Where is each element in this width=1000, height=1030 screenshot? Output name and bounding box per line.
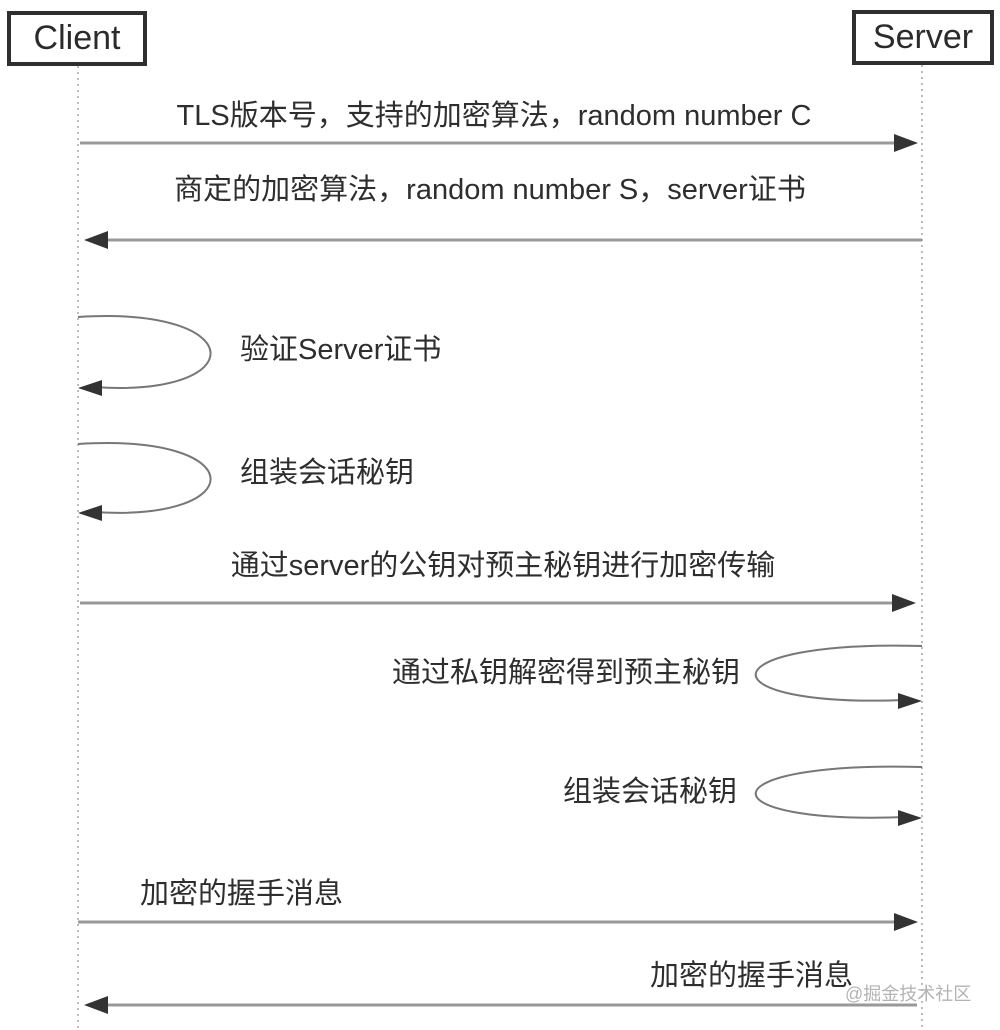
self-loop-server-session-key bbox=[754, 765, 923, 826]
message-label-client-hello: TLS版本号，支持的加密算法，random number C bbox=[176, 100, 812, 132]
arrowhead-left-icon bbox=[84, 231, 108, 249]
arrowhead-left-icon bbox=[78, 505, 102, 521]
arrow-server-finished bbox=[84, 996, 917, 1014]
arrowhead-left-icon bbox=[78, 380, 102, 396]
actor-label-client: Client bbox=[33, 19, 121, 57]
message-label-client-session-key: 组装会话秘钥 bbox=[240, 457, 415, 489]
self-loop-server-decrypt bbox=[754, 644, 923, 709]
self-loop-client-session-key bbox=[77, 442, 212, 521]
arrowhead-right-icon bbox=[894, 134, 918, 152]
arrowhead-right-icon bbox=[898, 693, 922, 709]
arrowhead-left-icon bbox=[84, 996, 108, 1014]
arrowhead-right-icon bbox=[898, 810, 922, 826]
actor-box-client: Client bbox=[7, 11, 147, 66]
message-label-server-decrypt: 通过私钥解密得到预主秘钥 bbox=[391, 657, 741, 689]
actor-label-server: Server bbox=[872, 18, 974, 56]
arrowhead-right-icon bbox=[894, 913, 918, 931]
message-label-premaster-secret: 通过server的公钥对预主秘钥进行加密传输 bbox=[230, 550, 776, 582]
actor-box-server: Server bbox=[852, 10, 994, 65]
watermark: @掘金技术社区 bbox=[845, 984, 972, 1004]
arrow-premaster-secret bbox=[80, 594, 916, 612]
message-label-server-hello: 商定的加密算法，random number S，server证书 bbox=[174, 174, 806, 206]
arrow-client-hello bbox=[80, 134, 918, 152]
arrowhead-right-icon bbox=[892, 594, 916, 612]
arrow-client-finished bbox=[78, 913, 918, 931]
message-label-client-finished: 加密的握手消息 bbox=[140, 878, 344, 910]
arrow-server-hello bbox=[84, 231, 922, 249]
message-label-server-session-key: 组装会话秘钥 bbox=[562, 776, 738, 808]
message-label-server-finished: 加密的握手消息 bbox=[650, 960, 854, 992]
message-label-verify-cert: 验证Server证书 bbox=[240, 334, 442, 366]
self-loop-client-verify-cert bbox=[77, 315, 212, 396]
